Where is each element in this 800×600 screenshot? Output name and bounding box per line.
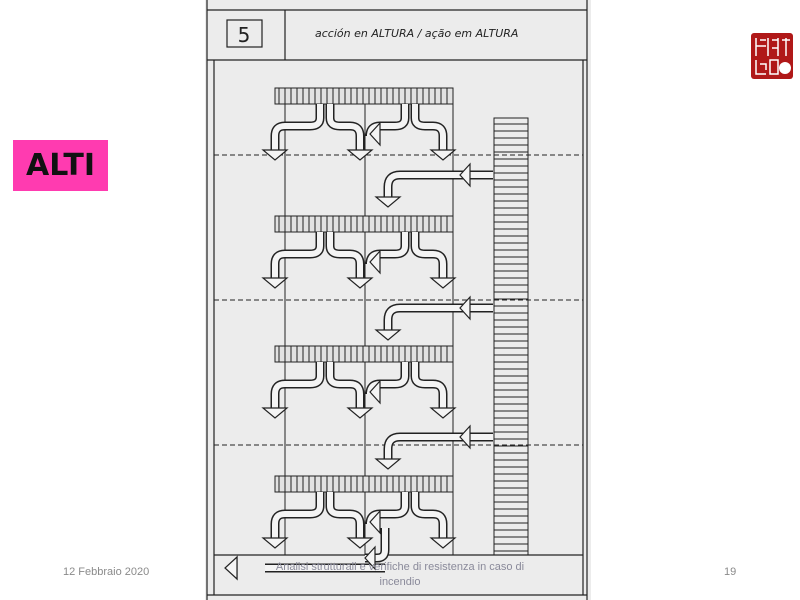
arrow-shaft-fill (367, 362, 408, 395)
arrow-shaft-fill (327, 362, 363, 408)
arrow-shaft-fill (272, 104, 323, 150)
arrow-head-icon (369, 509, 381, 535)
figure-caption: acción en ALTURA / ação em ALTURA (315, 27, 518, 40)
arrow-shaft-fill (365, 528, 388, 561)
arrow-shaft-fill (385, 172, 493, 197)
arrow-shaft-fill (327, 104, 363, 150)
arrow-head-icon (374, 329, 402, 341)
seal-logo (751, 33, 793, 79)
arrow-head-icon (429, 149, 457, 161)
arrow-shaft-fill (327, 492, 363, 538)
arrow-shaft-fill (272, 232, 323, 278)
arrow-head-icon (459, 295, 471, 321)
arrow-head-icon (261, 149, 289, 161)
arrow-head-icon (374, 196, 402, 208)
arrow-shaft-fill (367, 104, 408, 137)
arrow-head-icon (369, 121, 381, 147)
footer-date: 12 Febbraio 2020 (63, 566, 150, 578)
arrow-head-icon (374, 458, 402, 470)
page-number: 19 (724, 566, 737, 578)
arrow-head-icon (346, 407, 374, 419)
floor-slab (274, 215, 454, 233)
arrow-head-icon (369, 249, 381, 275)
arrow-head-icon (369, 379, 381, 405)
section-badge: ALTI (13, 140, 108, 191)
arrow-head-icon (346, 537, 374, 549)
arrow-shaft-fill (412, 492, 446, 538)
arrow-head-icon (261, 277, 289, 289)
arrow-shaft-fill (272, 492, 323, 538)
arrow-shaft-fill (327, 232, 363, 278)
arrow-head-icon (429, 407, 457, 419)
arrow-shaft-fill (412, 362, 446, 408)
floor-slab (274, 345, 454, 363)
panel-number: 5 (238, 23, 251, 47)
floor-slab (274, 475, 454, 493)
arrow-head-icon (429, 277, 457, 289)
arrow-head-icon (224, 555, 238, 581)
arrow-shaft-fill (412, 232, 446, 278)
arrow-shaft-fill (272, 362, 323, 408)
arrow-head-icon (261, 537, 289, 549)
arrow-shaft-fill (385, 305, 493, 330)
arrow-head-icon (429, 537, 457, 549)
building-fire-action-diagram: 5 acción en ALTURA / ação em ALTURA (205, 0, 591, 600)
arrow-shaft-fill (385, 434, 493, 459)
arrow-head-icon (346, 277, 374, 289)
arrow-head-icon (459, 424, 471, 450)
arrow-head-icon (459, 162, 471, 188)
floor-slab (274, 87, 454, 105)
stair-tower (493, 117, 529, 556)
arrow-shaft-fill (367, 232, 408, 265)
footer-title: Analisi strutturali e verifiche di resis… (275, 561, 525, 588)
arrow-shaft-fill (367, 492, 408, 525)
arrow-head-icon (261, 407, 289, 419)
arrow-shaft-fill (412, 104, 446, 150)
arrow-head-icon (346, 149, 374, 161)
arrow-head-icon (364, 545, 376, 571)
